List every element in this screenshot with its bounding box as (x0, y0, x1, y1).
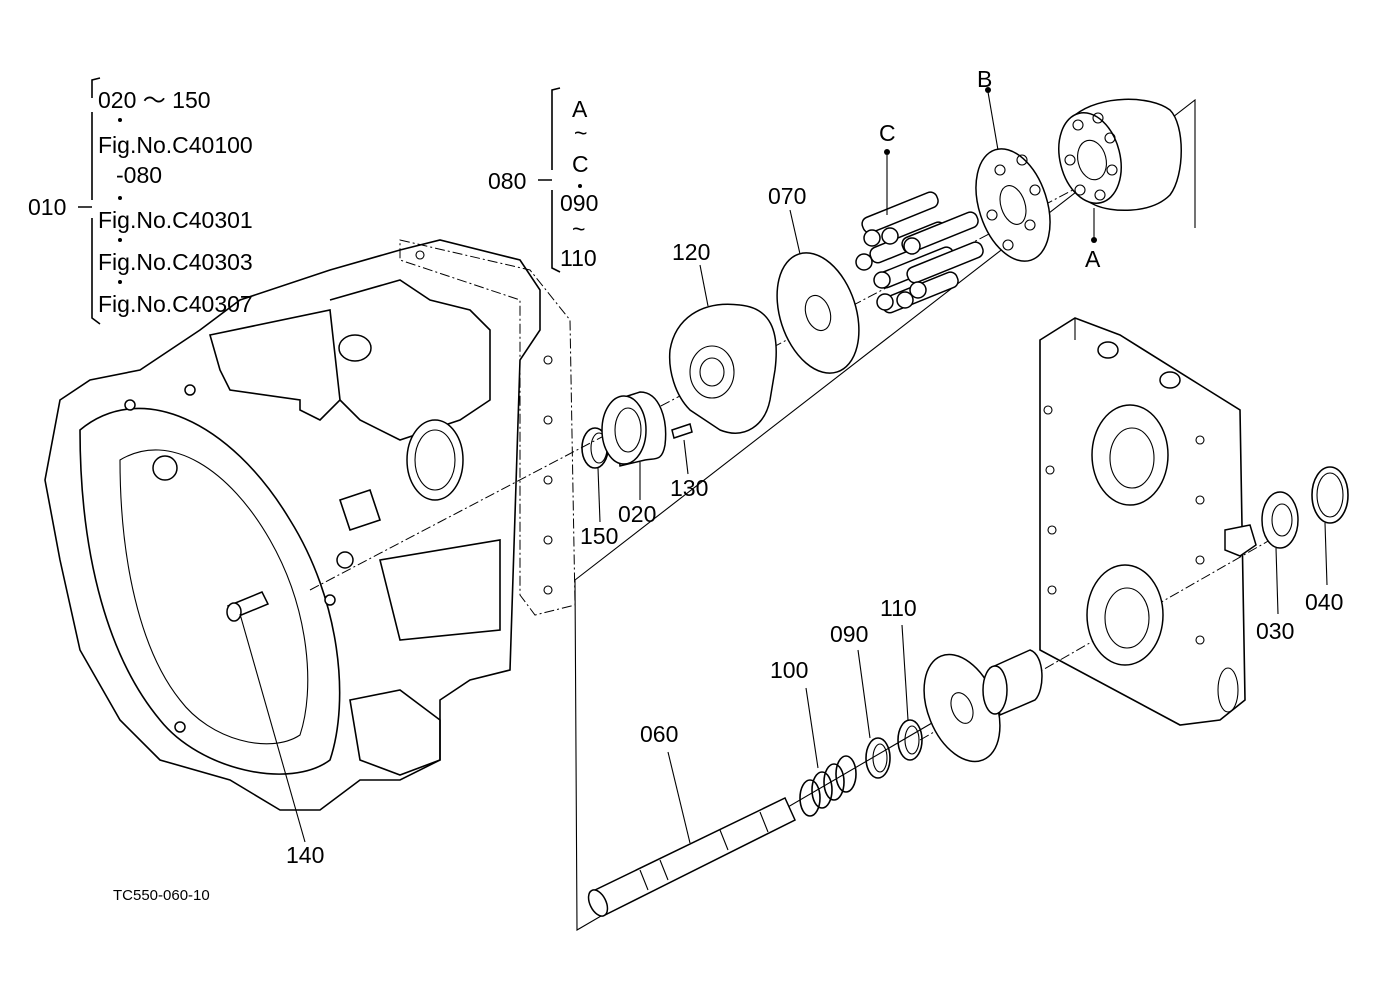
shaft-060 (587, 751, 796, 917)
pin-130 (671, 423, 693, 475)
bullet-010-3 (118, 238, 122, 242)
callout-070: 070 (768, 183, 807, 209)
callout-a-lower: A (1085, 246, 1101, 272)
group-010-line4: Fig.No.C40301 (98, 207, 253, 233)
group-010-line2: Fig.No.C40100 (98, 132, 253, 158)
group-080-line4: 090 (560, 190, 599, 216)
callout-040: 040 (1305, 589, 1344, 615)
bolt-140 (226, 591, 306, 843)
transmission-housing (44, 239, 576, 811)
bearing-020 (601, 391, 667, 500)
group-010-line1: 020 ～ 150 (98, 87, 211, 113)
callout-130: 130 (670, 475, 709, 501)
group-010-line3: -080 (116, 162, 163, 188)
callout-140: 140 (286, 842, 325, 868)
roller-bearing (982, 649, 1043, 717)
bracket-010 (78, 77, 101, 325)
bullet-010-2 (118, 196, 122, 200)
group-080-line3: C (572, 151, 589, 177)
end-cover (1039, 317, 1257, 726)
callout-080: 080 (488, 168, 527, 194)
callout-150: 150 (580, 523, 619, 549)
callout-020: 020 (618, 501, 657, 527)
piston-set-c (855, 149, 984, 314)
callout-090: 090 (830, 621, 869, 647)
swash-plate-120 (668, 264, 777, 434)
callout-120: 120 (672, 239, 711, 265)
cylinder-block-a (1058, 98, 1182, 243)
group-010-line6: Fig.No.C40307 (98, 291, 253, 317)
spring-100 (799, 687, 857, 817)
bullet-010-4 (118, 280, 122, 284)
group-010-line5: Fig.No.C40303 (98, 249, 253, 275)
drawing-code: TC550-060-10 (113, 887, 210, 904)
callout-010: 010 (28, 194, 67, 220)
retainer-plate-b (975, 87, 1051, 262)
group-080-line6: 110 (560, 245, 597, 271)
ring-090 (857, 649, 891, 779)
bearing-030 (1261, 491, 1299, 615)
group-080-line1: A (572, 96, 588, 122)
snap-ring-040 (1311, 466, 1349, 586)
bullet-010-1 (118, 118, 122, 122)
callout-110: 110 (880, 595, 917, 621)
bracket-080 (538, 87, 561, 273)
group-080-line2: ~ (574, 120, 588, 146)
bullet-080 (578, 184, 582, 188)
callout-b: B (977, 66, 993, 92)
callout-100: 100 (770, 657, 809, 683)
callout-060: 060 (640, 721, 679, 747)
callout-030: 030 (1256, 618, 1295, 644)
group-080-line5: ~ (572, 216, 586, 242)
callout-c: C (879, 120, 896, 146)
ring-110 (897, 624, 923, 761)
thrust-plate-070 (776, 209, 860, 374)
